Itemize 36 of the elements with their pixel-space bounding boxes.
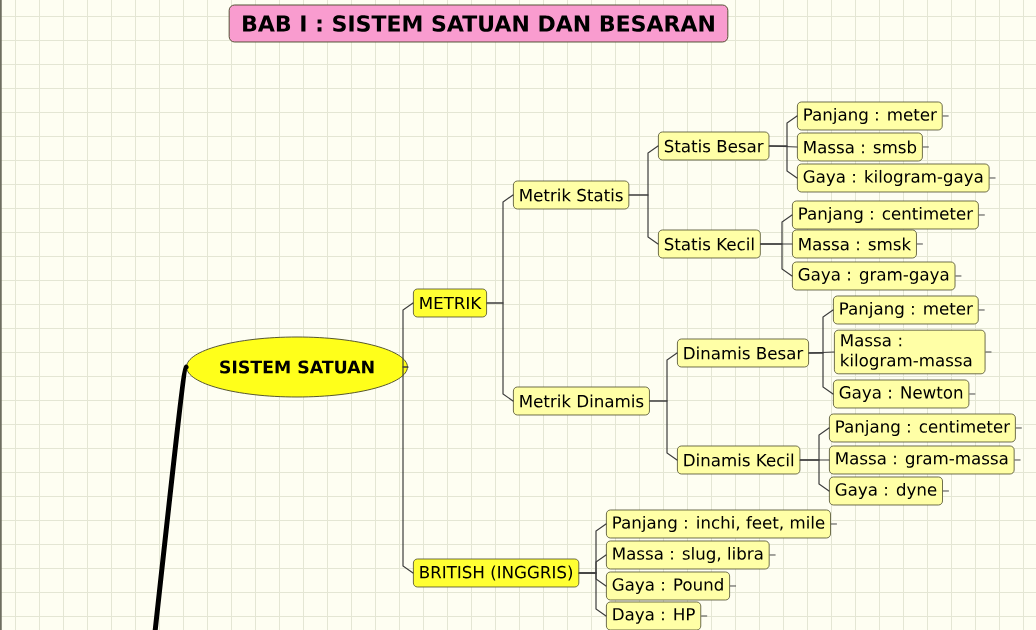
branch-curve	[152, 364, 189, 630]
topic-box: Panjang : centimeter	[792, 200, 986, 230]
topic-box: Gaya : dyne	[829, 476, 950, 506]
title-box: BAB I : SISTEM SATUAN DAN BESARAN	[228, 4, 729, 43]
topic-box: Panjang : inchi, feet, mile	[606, 509, 838, 539]
topic-box: Massa : smsb	[797, 132, 930, 162]
connector-line	[649, 400, 678, 461]
topic-box: Massa : gram-massa	[829, 445, 1021, 475]
topic-box: Massa : smsk	[792, 229, 924, 259]
topic-box: Statis Kecil	[658, 229, 761, 259]
topic-box: Gaya : Pound	[606, 571, 737, 601]
topic-box: Metrik Dinamis	[513, 386, 650, 416]
topic-box: Metrik Statis	[513, 180, 630, 210]
connector-line	[799, 459, 830, 492]
topic-box: METRIK	[413, 288, 487, 318]
topic-box: Massa : kilogram-massa	[834, 329, 992, 375]
connector-line	[486, 302, 514, 402]
connector-line	[578, 572, 607, 617]
topic-box: Statis Besar	[658, 131, 770, 161]
connector-line	[768, 145, 798, 179]
connector-line	[402, 366, 414, 574]
topic-box: Gaya : kilogram-gaya	[797, 163, 996, 193]
topic-box: Panjang : meter	[797, 101, 950, 131]
topic-box: Panjang : meter	[833, 295, 986, 325]
topic-box: Panjang : centimeter	[829, 413, 1023, 443]
topic-box: Dinamis Kecil	[677, 445, 801, 475]
connector-line	[402, 302, 414, 368]
connector-line	[760, 243, 793, 277]
topic-box: Massa : slug, libra	[606, 540, 777, 570]
topic-box: Gaya : gram-gaya	[792, 261, 962, 291]
connector-line	[628, 194, 659, 245]
topic-box: Daya : HP	[606, 601, 708, 630]
topic-box: Gaya : Newton	[833, 379, 976, 409]
topic-box: BRITISH (INGGRIS)	[413, 558, 580, 588]
connector-line	[808, 352, 834, 395]
topic-box: Dinamis Besar	[677, 338, 809, 368]
